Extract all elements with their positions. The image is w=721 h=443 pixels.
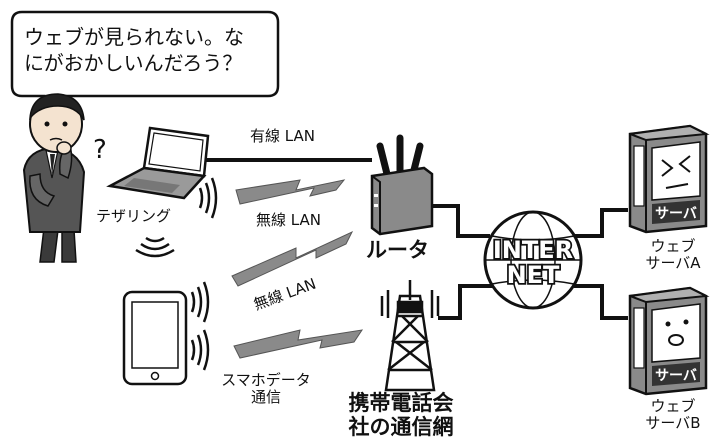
router-icon (370, 134, 434, 236)
smartphone-data-line1: スマホデータ (221, 371, 311, 389)
server-a-plate: サーバ (655, 206, 697, 222)
wireless-bolt-laptop-router (235, 179, 346, 205)
server-a-line1: ウェブ (650, 237, 696, 255)
web-server-b-icon (628, 286, 710, 396)
phone-wifi-icon-lower (190, 329, 210, 371)
web-server-a-icon (628, 124, 710, 234)
internet-label-line2: NET (507, 261, 560, 289)
smartphone-data-label: スマホデータ 通信 (206, 371, 326, 407)
laptop-icon (106, 126, 210, 200)
cell-tower-icon (380, 280, 440, 392)
router-internet-line (432, 204, 490, 238)
speech-bubble-text: ウェブが見られない。な にがおかしいんだろう？ (24, 24, 264, 76)
tower-internet-line (438, 284, 494, 320)
question-mark-icon: ? (93, 135, 107, 165)
carrier-line2: 社の通信網 (348, 415, 454, 440)
server-b-plate: サーバ (655, 368, 697, 384)
carrier-line1: 携帯電話会 (348, 391, 454, 415)
tethering-wifi-icon (135, 236, 175, 258)
laptop-wifi-icon (198, 177, 218, 219)
speech-line-2: にがおかしいんだろう？ (24, 51, 243, 75)
server-b-line1: ウェブ (650, 397, 696, 415)
wireless-bolt-phone-tower (233, 329, 364, 359)
internet-label-line1: INTER (493, 236, 573, 264)
wireless-bolt-phone-router (231, 230, 354, 287)
server-a-label: ウェブ サーバA (630, 237, 716, 273)
internet-globe-icon (483, 210, 583, 310)
internet-server-b-line (574, 284, 628, 320)
confused-person-icon (22, 93, 86, 263)
smartphone-data-line2: 通信 (250, 388, 281, 407)
router-label: ルータ (366, 238, 429, 262)
speech-line-1: ウェブが見られない。な (24, 25, 244, 49)
phone-wifi-icon-upper (190, 281, 210, 323)
tethering-label: テザリング (96, 207, 172, 225)
server-b-line2: サーバB (645, 414, 701, 433)
internet-server-a-line (574, 208, 628, 238)
wireless-lan-label-phone: 無線 LAN (251, 275, 318, 314)
carrier-network-label: 携帯電話会 社の通信網 (336, 391, 466, 439)
wired-lan-label: 有線 LAN (250, 127, 315, 145)
wireless-lan-label-laptop: 無線 LAN (256, 211, 321, 229)
smartphone-icon (122, 290, 188, 386)
server-b-label: ウェブ サーバB (630, 397, 716, 433)
server-a-line2: サーバA (645, 254, 701, 273)
